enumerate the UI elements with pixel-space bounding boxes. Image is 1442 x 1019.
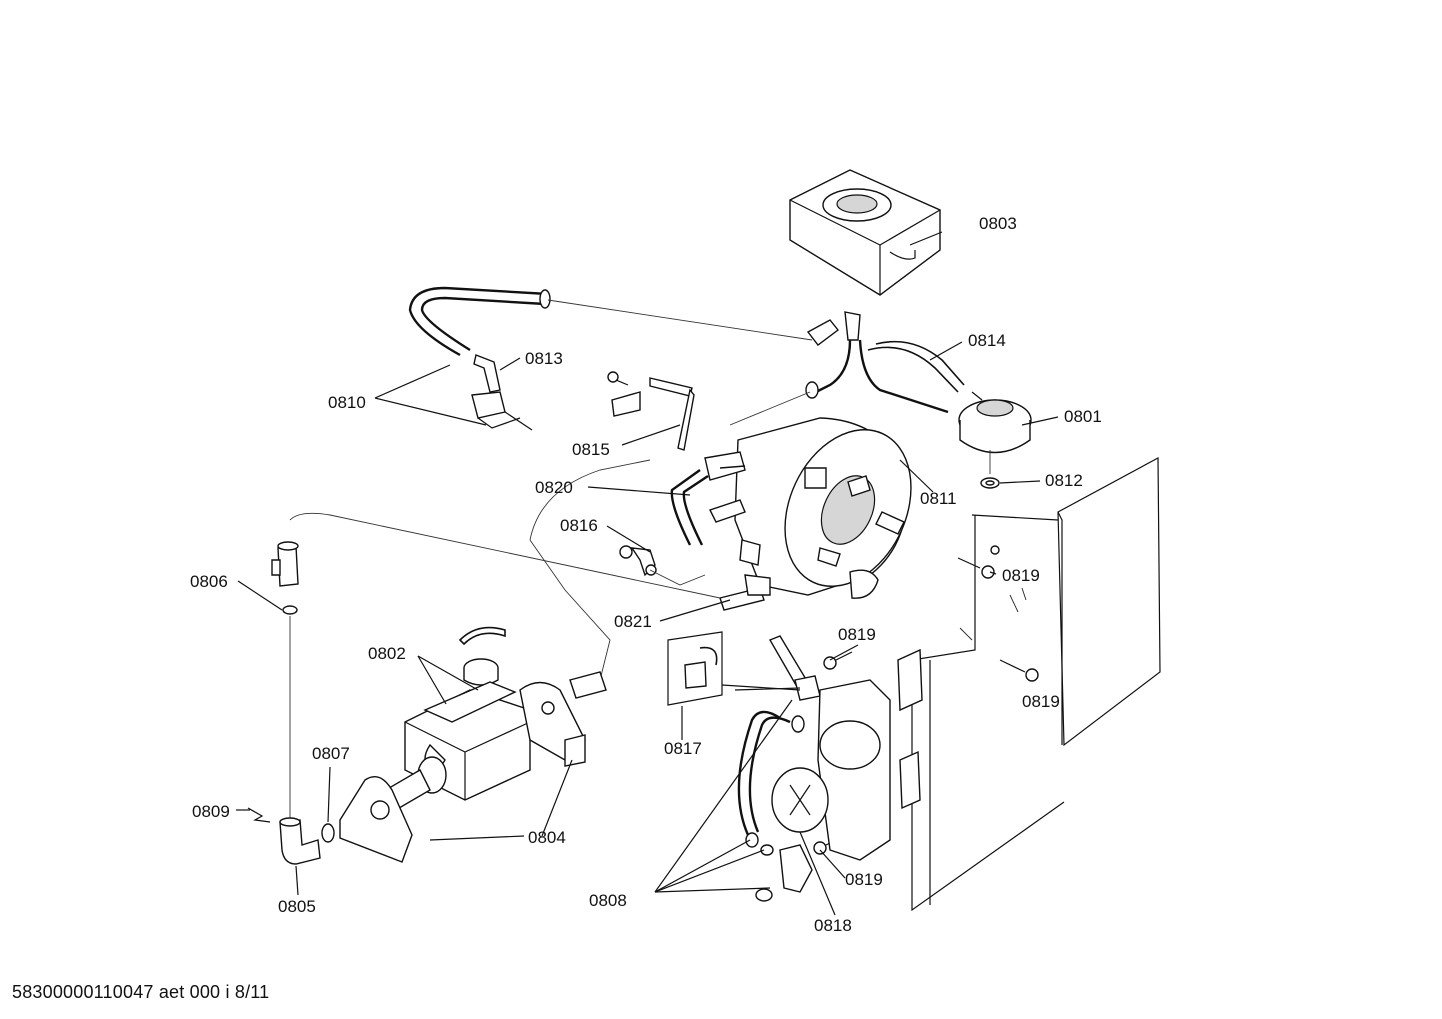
oring-0807	[321, 823, 335, 843]
callout-0811: 0811	[920, 489, 957, 508]
elbow-0805	[247, 807, 321, 865]
pump-0804	[339, 671, 607, 863]
hose-0810	[408, 286, 813, 357]
callout-0802: 0802	[368, 644, 406, 663]
callout-0808: 0808	[589, 891, 627, 910]
callout-0807: 0807	[312, 744, 350, 763]
screws-0819	[813, 545, 1039, 855]
tube-0808	[737, 710, 805, 902]
housing-panel	[911, 456, 1161, 912]
callout-0817: 0817	[664, 739, 702, 758]
valve-block-0818	[771, 648, 923, 893]
callout-0803: 0803	[979, 214, 1017, 233]
pump-clip-0802	[458, 626, 506, 686]
callout-0816: 0816	[560, 516, 598, 535]
boiler-cover-0803	[789, 169, 941, 296]
callout-0819-b: 0819	[838, 625, 876, 644]
leader-lines	[236, 231, 1059, 916]
connector-0821	[719, 539, 771, 611]
callout-0809: 0809	[192, 802, 230, 821]
hose-route-line-2	[529, 459, 651, 541]
callout-0812: 0812	[1045, 471, 1083, 490]
hose-route-line	[289, 512, 721, 599]
callout-0815: 0815	[572, 440, 610, 459]
callout-0819-d: 0819	[845, 870, 883, 889]
pressostat-0801	[958, 391, 1032, 454]
callout-0814: 0814	[968, 331, 1006, 350]
boiler-0811	[734, 417, 912, 599]
callout-0805: 0805	[278, 897, 316, 916]
callout-0806: 0806	[190, 572, 228, 591]
bracket-0815	[607, 371, 695, 451]
callout-0804: 0804	[528, 828, 566, 847]
washer-0812	[980, 450, 1000, 489]
hose-route-line-4	[649, 569, 706, 586]
callout-0813: 0813	[525, 349, 563, 368]
callout-0820: 0820	[535, 478, 573, 497]
valve-box-0817	[667, 631, 821, 706]
callout-0821: 0821	[614, 612, 652, 631]
callout-0819-c: 0819	[1022, 692, 1060, 711]
callout-0819-a: 0819	[1002, 566, 1040, 585]
connector-0813	[471, 354, 533, 431]
tube-0820	[670, 451, 746, 546]
valve-0806	[271, 541, 299, 820]
hose-route-line-3	[529, 539, 611, 681]
callout-0810: 0810	[328, 393, 366, 412]
hose-assembly-0814	[729, 311, 965, 426]
drawing-reference-footer: 58300000110047 aet 000 i 8/11	[12, 982, 270, 1002]
callout-0801: 0801	[1064, 407, 1102, 426]
callout-0818: 0818	[814, 916, 852, 935]
